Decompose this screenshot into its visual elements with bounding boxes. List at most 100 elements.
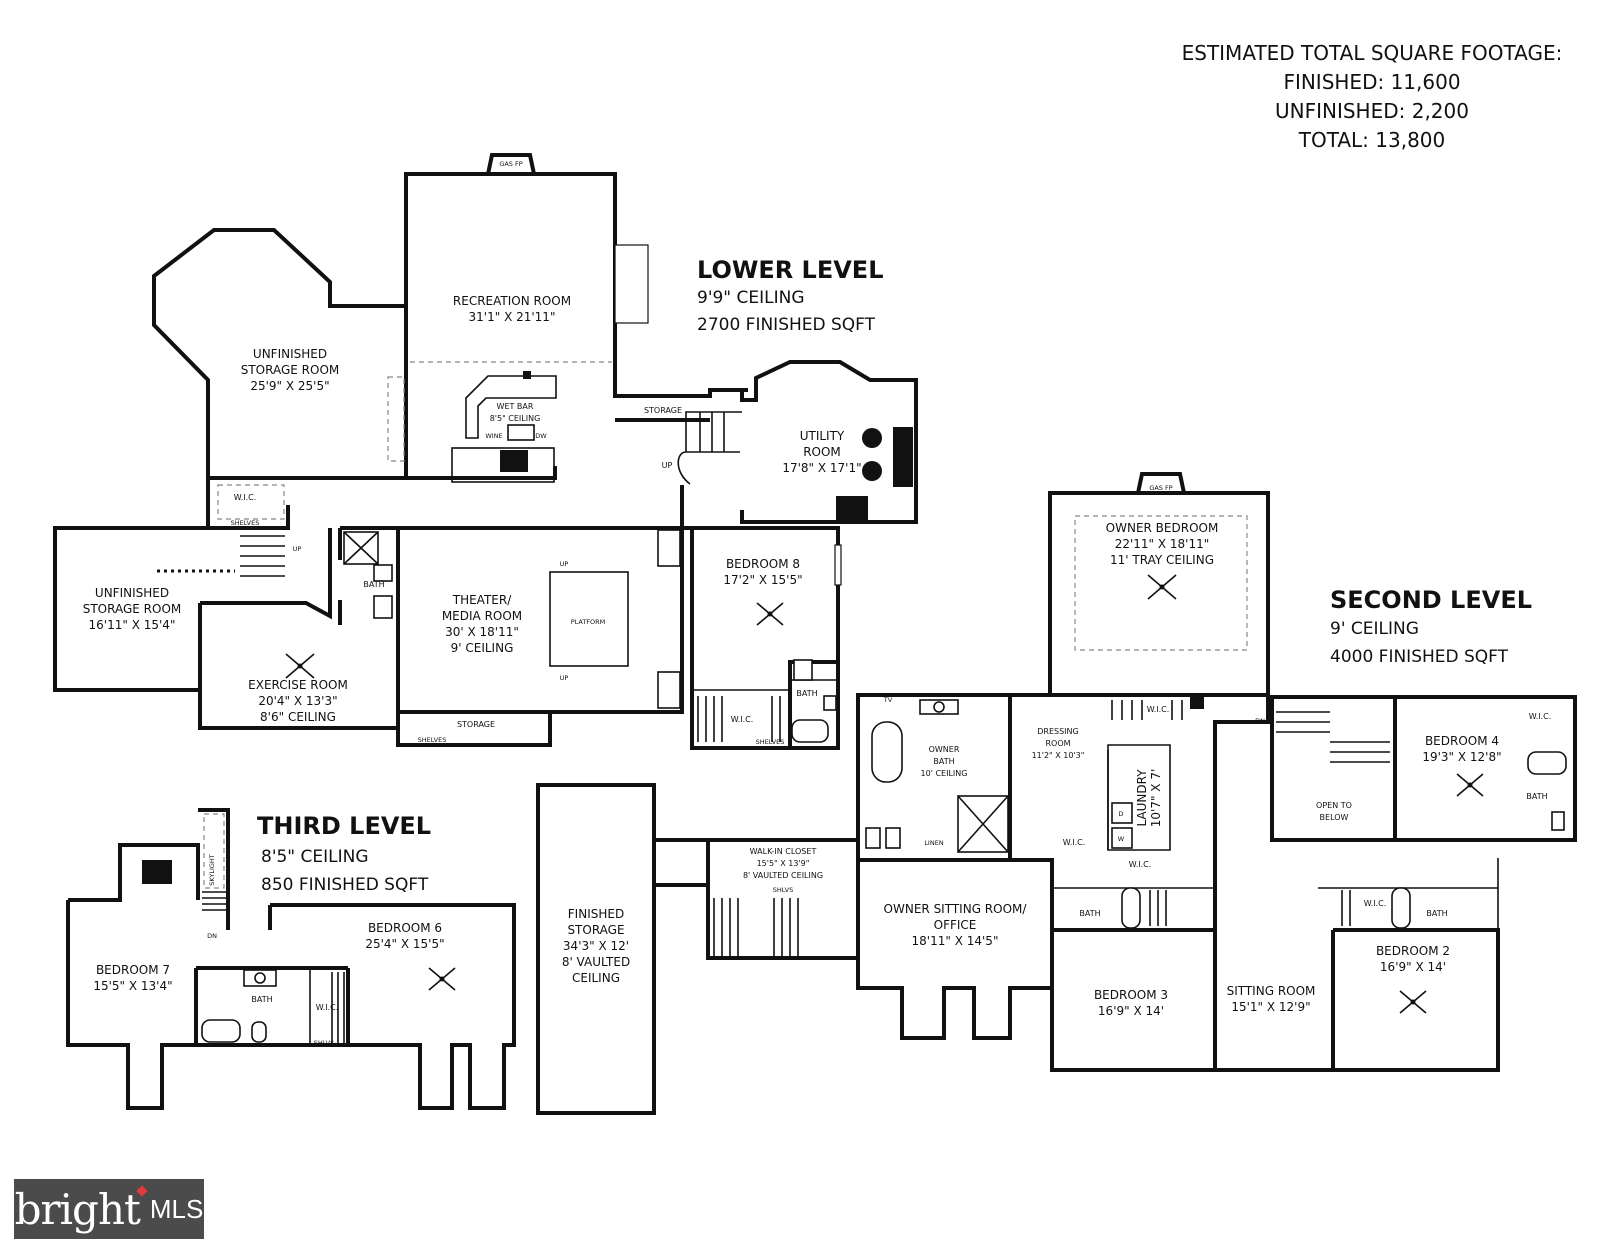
fixture-label: SHLVS [773,886,794,894]
fan-icon [1147,574,1177,600]
room-name: OPEN TO [1316,801,1352,810]
bright-mls-logo: bright MLS [14,1179,204,1239]
room-name: BEDROOM 6 [368,921,442,935]
third-level-walls [66,808,516,1110]
room-name: BEDROOM 2 [1376,944,1450,958]
lower-level-details [157,361,913,743]
fan-icon [285,653,315,679]
room-name: STORAGE [644,406,682,415]
room-name: W.I.C. [1129,860,1152,869]
room-size: 17'2" X 15'5" [723,573,802,587]
fixture-label: SHELVES [418,736,447,744]
room-name: FINISHED [568,907,624,921]
fixture-label: DW [535,432,547,440]
room-name: BATH [363,580,384,589]
square-footage-summary: ESTIMATED TOTAL SQUARE FOOTAGE: FINISHED… [1182,41,1563,152]
room-name: LAUNDRY [1135,769,1149,827]
room-size: 25'9" X 25'5" [250,379,329,393]
room-size: 16'9" X 14' [1098,1004,1164,1018]
stair-label: UP [293,545,302,553]
stair-label: UP [560,560,569,568]
fixture-label: GAS FP [1149,484,1172,492]
room-detail: CEILING [572,971,620,985]
room-name: OWNER [929,745,960,754]
room-name: BEDROOM 7 [96,963,170,977]
lower-level-walls [53,153,918,750]
fixture-label: WINE [485,432,502,440]
fixture-label: SKYLIGHT [208,854,216,886]
fan-icon [428,967,456,991]
room-size: 17'8" X 17'1" [782,461,861,475]
fan-icon [1399,990,1427,1014]
room-name: MEDIA ROOM [442,609,522,623]
second-level-walls [652,472,1577,1072]
room-name: BEDROOM 8 [726,557,800,571]
totals-total: TOTAL: 13,800 [1298,128,1446,152]
room-name: W.I.C. [1147,705,1170,714]
third-level-sqft: 850 FINISHED SQFT [261,875,429,895]
room-detail: 8'6" CEILING [260,710,336,724]
second-level-labels: OWNER BEDROOM 22'11" X 18'11" 11' TRAY C… [743,484,1551,1018]
room-name: OFFICE [934,918,977,932]
room-name: W.I.C. [1529,712,1552,721]
room-size: 30' X 18'11" [445,625,519,639]
lower-level-labels: RECREATION ROOM 31'1" X 21'11" UNFINISHE… [83,160,862,746]
room-name: SITTING ROOM [1227,984,1316,998]
fixture-label: SHELVES [231,519,260,527]
room-name: BATH [251,995,272,1004]
lower-level-title: LOWER LEVEL [697,256,884,284]
third-level-title: THIRD LEVEL [257,812,431,840]
room-name: RECREATION ROOM [453,294,571,308]
room-size: 19'3" X 12'8" [1422,750,1501,764]
second-level-ceiling: 9' CEILING [1330,619,1419,639]
fixture-label: SHELVES [756,738,785,746]
stair-label: UP [560,674,569,682]
second-level-title: SECOND LEVEL [1330,586,1532,614]
fixture-label: W [1118,835,1125,843]
room-name: BATH [1426,909,1447,918]
fixture-label: PLATFORM [571,618,606,626]
room-name: STORAGE ROOM [241,363,340,377]
fixture-label: D [1118,810,1123,818]
room-detail: 9' CEILING [451,641,514,655]
room-size: 18'11" X 14'5" [912,934,999,948]
room-size: 15'5" X 13'4" [93,979,172,993]
totals-finished: FINISHED: 11,600 [1283,70,1460,94]
room-size: 34'3" X 12' [563,939,629,953]
room-name: BEDROOM 4 [1425,734,1499,748]
fan-icon [756,602,784,626]
room-name: BEDROOM 3 [1094,988,1168,1002]
finished-storage: FINISHED STORAGE 34'3" X 12' 8' VAULTED … [536,783,656,1115]
room-name: BATH [1526,792,1547,801]
room-size: 16'9" X 14' [1380,960,1446,974]
room-size: 16'11" X 15'4" [89,618,176,632]
room-name: UTILITY [800,429,845,443]
room-name: W.I.C. [1063,838,1086,847]
lower-level-heading: LOWER LEVEL 9'9" CEILING 2700 FINISHED S… [697,256,884,335]
room-name: WET BAR [497,402,534,411]
second-level-details [713,515,1567,1014]
room-name: BELOW [1320,813,1349,822]
room-size: 25'4" X 15'5" [365,937,444,951]
fixture-label: GAS FP [499,160,522,168]
room-name: BATH [933,757,954,766]
fixture-label: TV [883,696,893,704]
room-detail: 8' VAULTED CEILING [743,871,823,880]
room-detail: 11' TRAY CEILING [1110,553,1214,567]
room-name: W.I.C. [1364,899,1387,908]
room-name: STORAGE [567,923,624,937]
stair-label: DN [1255,717,1265,725]
room-detail: 8' VAULTED [562,955,630,969]
room-name: DRESSING [1037,727,1078,736]
room-size: 20'4" X 13'3" [258,694,337,708]
room-name: WALK-IN CLOSET [750,847,817,856]
room-name: W.I.C. [316,1003,339,1012]
fan-icon [1456,773,1484,797]
totals-unfinished: UNFINISHED: 2,200 [1275,99,1469,123]
logo-brand: bright [14,1184,141,1234]
room-name: UNFINISHED [253,347,327,361]
room-name: W.I.C. [234,493,257,502]
room-name: EXERCISE ROOM [248,678,348,692]
third-level-details [142,813,456,1045]
room-detail: 10' CEILING [921,769,968,778]
